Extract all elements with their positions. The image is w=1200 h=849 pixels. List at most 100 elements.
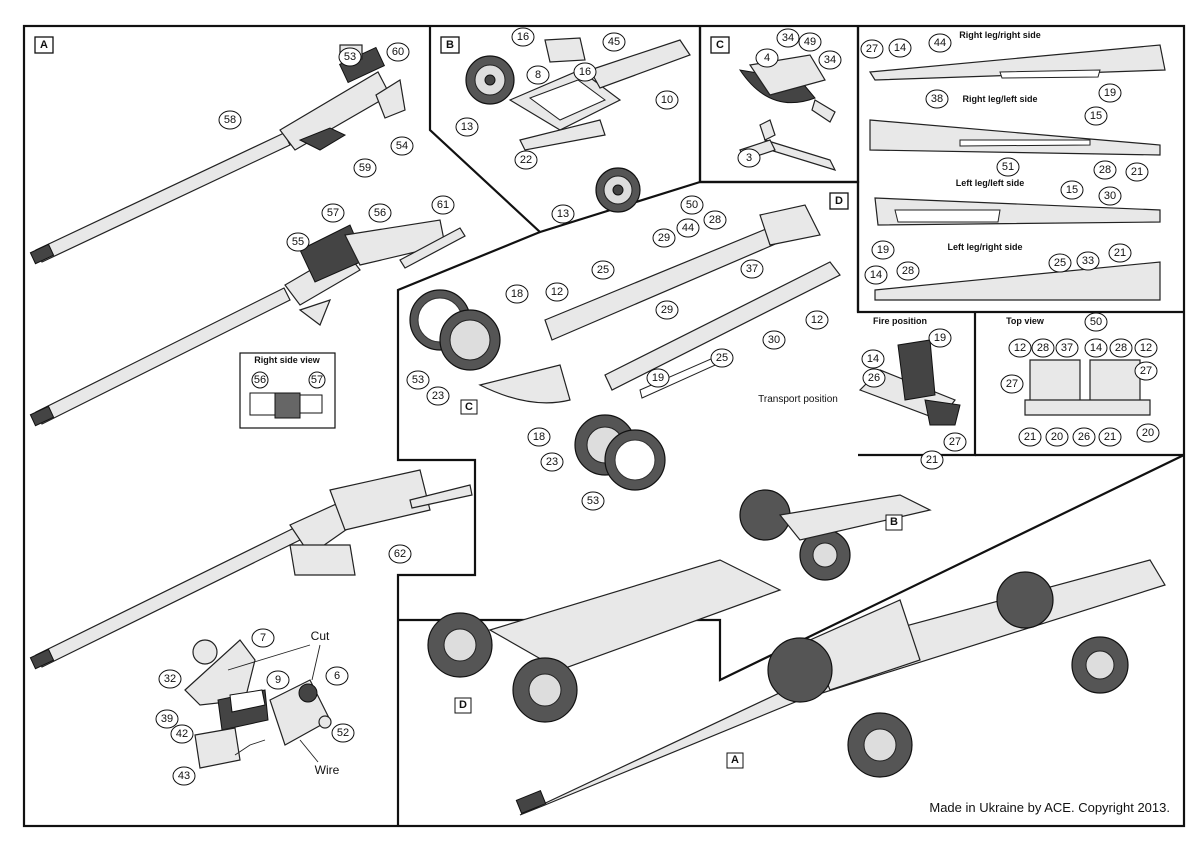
callout-circle [591,260,615,280]
rsv-callout-57: 57 [311,374,323,386]
callout-A-9: 9 [266,670,290,690]
callout-fire-19: 19 [928,328,952,348]
callout-number: 51 [1002,161,1014,173]
callout-number: 28 [902,265,914,277]
panel-d-left-border [396,230,541,826]
callout-number: 23 [546,456,558,468]
callout-D-23: 23 [540,452,564,472]
callout-B-8: 8 [526,65,550,85]
callout-A-42: 42 [170,724,194,744]
callout-circle [527,427,551,447]
callout-A-39: 39 [155,709,179,729]
leg-view-left-left [874,197,1161,226]
callout-number: 37 [746,263,758,275]
callout-circle [818,50,842,70]
callout-D-44: 44 [676,218,700,238]
callout-circle [390,136,414,156]
callout-number: 27 [866,43,878,55]
callout-top-50: 50 [1084,312,1108,332]
callout-B-16: 16 [511,27,535,47]
callout-number: 50 [1090,316,1102,328]
callout-D-25: 25 [591,260,615,280]
callout-legs-14: 14 [888,38,912,58]
callout-circle [920,450,944,470]
callout-circle [1084,312,1108,332]
callout-number: 60 [392,46,404,58]
callout-circle [1076,251,1100,271]
callout-D-12: 12 [545,282,569,302]
callout-top-12: 12 [1134,338,1158,358]
callout-number: 13 [557,208,569,220]
callout-number: 33 [1082,255,1094,267]
callout-number: 55 [292,236,304,248]
callout-circle [861,349,885,369]
callout-circle [1108,243,1132,263]
top-view-detail [1024,359,1151,416]
barrel-assembly-2 [29,219,466,427]
copyright-text: Made in Ukraine by ACE. Copyright 2013. [929,800,1170,815]
callout-number: 28 [1099,164,1111,176]
section-label-a: A [34,36,54,54]
callout-circle [871,240,895,260]
right-leg-left-side-label: Right leg/left side [962,94,1037,104]
callout-circle [1098,186,1122,206]
callout-number: 45 [608,36,620,48]
callout-circle [266,670,290,690]
callout-A-62: 62 [388,544,412,564]
callout-circle [888,38,912,58]
callout-circle [514,150,538,170]
callout-number: 59 [359,162,371,174]
callout-legs-21: 21 [1125,162,1149,182]
callout-circle [551,204,575,224]
top-view-label: Top view [1006,316,1045,326]
callout-number: 15 [1090,110,1102,122]
callout-legs-14: 14 [864,265,888,285]
callout-number: 27 [1006,378,1018,390]
right-side-view-inset: Right side view 56 57 [239,352,336,429]
callout-D-25: 25 [710,348,734,368]
callout-circle [943,432,967,452]
callout-circle [158,669,182,689]
section-c-text: C [716,39,724,51]
callout-number: 53 [412,374,424,386]
callout-number: 21 [1104,431,1116,443]
barrel-assembly-3 [29,469,473,670]
callout-D-53: 53 [581,491,605,511]
right-side-view-label: Right side view [254,355,321,365]
final-b-text: B [890,516,898,528]
callout-number: 21 [1114,247,1126,259]
callout-number: 8 [535,69,541,81]
callout-number: 57 [327,207,339,219]
callout-D-37: 37 [740,259,764,279]
callout-circle [1055,338,1079,358]
callout-number: 21 [1024,431,1036,443]
callout-A-55: 55 [286,232,310,252]
callout-circle [251,628,275,648]
callout-circle [581,491,605,511]
callout-number: 18 [511,288,523,300]
callout-number: 9 [275,674,281,686]
callout-circle [368,203,392,223]
callout-circle [545,282,569,302]
callout-number: 58 [224,114,236,126]
final-label-d: D [454,697,472,714]
callout-circle [388,544,412,564]
callout-legs-21: 21 [1108,243,1132,263]
callout-legs-30: 30 [1098,186,1122,206]
callout-number: 16 [517,31,529,43]
callout-circle [864,265,888,285]
callout-circle [655,300,679,320]
callout-circle [1084,106,1108,126]
callout-top-21: 21 [1018,427,1042,447]
callout-B-13: 13 [455,117,479,137]
callout-number: 20 [1142,427,1154,439]
callout-top-26: 26 [1072,427,1096,447]
callout-circle [928,328,952,348]
callout-circle [1031,338,1055,358]
wire-label: Wire [315,763,340,777]
callout-D-50: 50 [680,195,704,215]
callout-legs-19: 19 [1098,83,1122,103]
callout-circle [286,232,310,252]
callout-number: 18 [533,431,545,443]
callout-number: 44 [934,37,946,49]
